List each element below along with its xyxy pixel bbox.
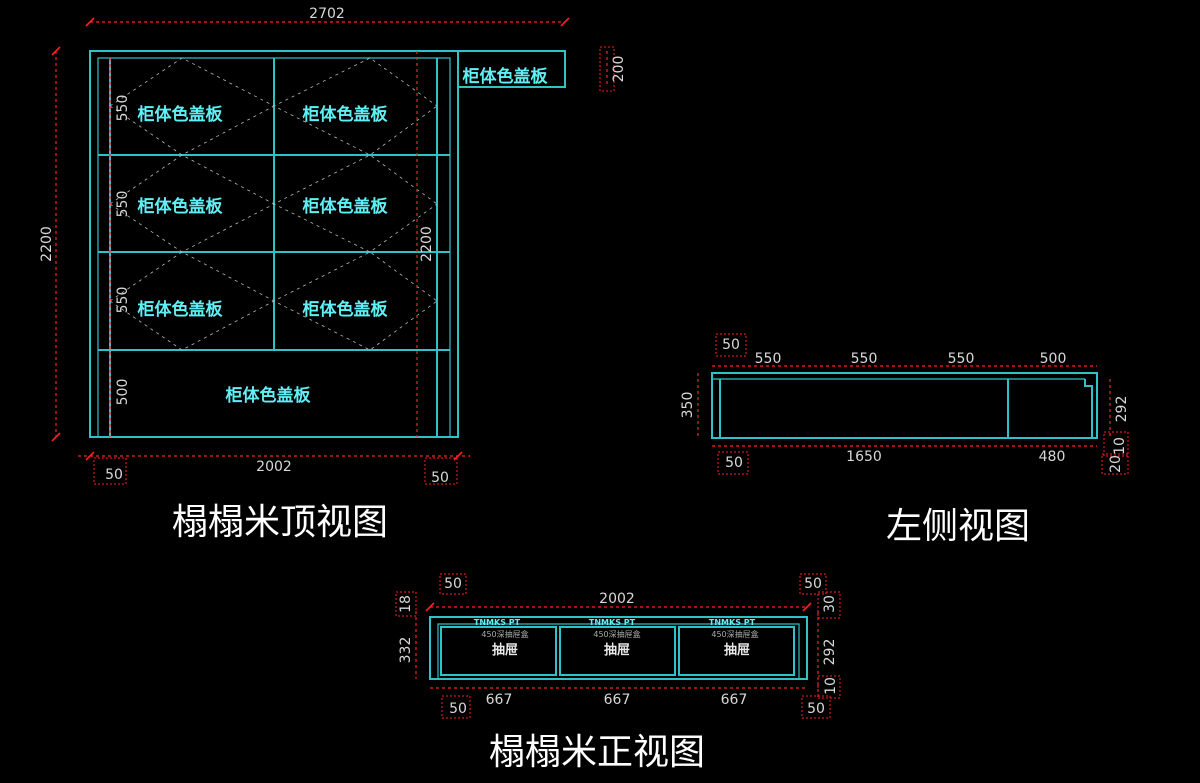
left-view-outer-frame	[711, 372, 1098, 439]
dim-tick	[560, 17, 570, 27]
front-view-inner-frame	[437, 623, 800, 680]
drawer-tag-3: TNMKS PT	[709, 618, 756, 627]
dim-left-seg-3: 550	[948, 351, 975, 367]
dim-front-left-top: 18	[398, 595, 414, 613]
dim-box	[599, 46, 615, 92]
left-view: 50 550 550 550 500 350 292 10 20 50 1650…	[680, 333, 1130, 547]
top-view-title: 榻榻米顶视图	[172, 502, 388, 543]
front-view: TNMKS PT 450深抽屉盒 抽屉 TNMKS PT 450深抽屉盒 抽屉 …	[395, 573, 841, 773]
front-drawer-2	[559, 626, 676, 676]
front-drawer-3	[678, 626, 795, 676]
drawer-label-2: 抽屉	[604, 642, 630, 658]
front-drawer-1	[440, 626, 557, 676]
drawer-tag-2: TNMKS PT	[589, 618, 636, 627]
dim-box	[439, 573, 467, 595]
dim-left-seg-1: 550	[755, 351, 782, 367]
dim-box	[93, 457, 127, 485]
dim-front-right-bottom: 10	[823, 677, 839, 695]
dim-tick	[51, 432, 61, 442]
dim-front-top-right: 50	[804, 576, 822, 592]
left-view-right-step	[1084, 379, 1093, 438]
dim-side-height: 200	[611, 56, 627, 83]
dim-box	[441, 695, 471, 719]
dim-front-bottom-right: 50	[807, 701, 825, 717]
top-view-side-panel	[457, 50, 566, 88]
dim-box	[799, 573, 827, 595]
dim-bottom-width: 2002	[256, 459, 292, 475]
dim-box	[1103, 431, 1129, 457]
dim-front-bottom-left: 50	[449, 701, 467, 717]
front-view-title: 榻榻米正视图	[489, 732, 705, 773]
dim-front-right-height: 292	[822, 639, 838, 666]
dim-drawer-3: 667	[721, 692, 748, 708]
dim-tick	[453, 451, 463, 461]
dim-row-2: 550	[115, 191, 131, 218]
dim-height-inner: 2200	[419, 226, 435, 262]
dim-box	[715, 333, 747, 357]
dim-front-left-height: 332	[398, 637, 414, 664]
dim-front-right-top: 30	[822, 595, 838, 613]
top-view-diagonals	[109, 57, 438, 351]
dim-box	[801, 695, 831, 719]
dim-row-4: 500	[115, 379, 131, 406]
left-view-title: 左侧视图	[886, 506, 1030, 547]
dim-bottom-left: 50	[105, 467, 123, 483]
dim-box	[717, 451, 749, 475]
dim-left-height: 350	[680, 392, 696, 419]
top-cell-label-bottom: 柜体色盖板	[226, 385, 312, 406]
drawer-note-1: 450深抽屉盒	[481, 629, 528, 639]
top-cell-label-r3c2: 柜体色盖板	[303, 299, 389, 320]
dim-tick	[85, 451, 95, 461]
top-cell-label-r1c2: 柜体色盖板	[303, 104, 389, 125]
dim-box	[395, 591, 417, 617]
dim-box	[424, 457, 458, 485]
dim-drawer-1: 667	[486, 692, 513, 708]
dim-tick	[802, 602, 812, 612]
dim-tick	[51, 46, 61, 56]
dim-tick	[85, 17, 95, 27]
dim-left-bottom-1: 1650	[846, 449, 882, 465]
drawer-note-3: 450深抽屉盒	[711, 629, 758, 639]
dim-height-left: 2200	[39, 226, 55, 262]
drawer-note-2: 450深抽屉盒	[593, 629, 640, 639]
dim-row-1: 550	[115, 95, 131, 122]
dim-bottom-right: 50	[431, 470, 449, 486]
dim-front-top-left: 50	[444, 576, 462, 592]
top-cell-label-r1c1: 柜体色盖板	[138, 104, 224, 125]
top-view: 柜体色盖板 柜体色盖板 柜体色盖板 柜体色盖板 柜体色盖板 柜体色盖板 柜体色盖…	[39, 6, 627, 543]
dim-left-bottom-2: 480	[1039, 449, 1066, 465]
top-cell-label-r2c2: 柜体色盖板	[303, 196, 389, 217]
dim-tick	[425, 602, 435, 612]
dim-left-right-small-2: 20	[1108, 455, 1124, 473]
dim-box	[817, 675, 841, 699]
dim-left-bottom-offset: 50	[725, 455, 743, 471]
dim-box	[1101, 453, 1129, 475]
drawer-label-1: 抽屉	[492, 642, 518, 658]
dim-left-top-offset: 50	[722, 337, 740, 353]
top-side-panel-label: 柜体色盖板	[463, 66, 549, 87]
dim-row-3: 550	[115, 287, 131, 314]
dim-overall-width: 2702	[309, 6, 345, 22]
dim-left-right-height: 292	[1114, 396, 1130, 423]
dim-left-right-small-1: 10	[1112, 437, 1128, 455]
drawer-tag-1: TNMKS PT	[474, 618, 521, 627]
dim-front-width: 2002	[599, 591, 635, 607]
top-cell-label-r3c1: 柜体色盖板	[138, 299, 224, 320]
dim-drawer-2: 667	[604, 692, 631, 708]
dim-left-seg-2: 550	[851, 351, 878, 367]
dim-left-seg-4: 500	[1040, 351, 1067, 367]
drawer-label-3: 抽屉	[724, 642, 750, 658]
top-cell-label-r2c1: 柜体色盖板	[138, 196, 224, 217]
